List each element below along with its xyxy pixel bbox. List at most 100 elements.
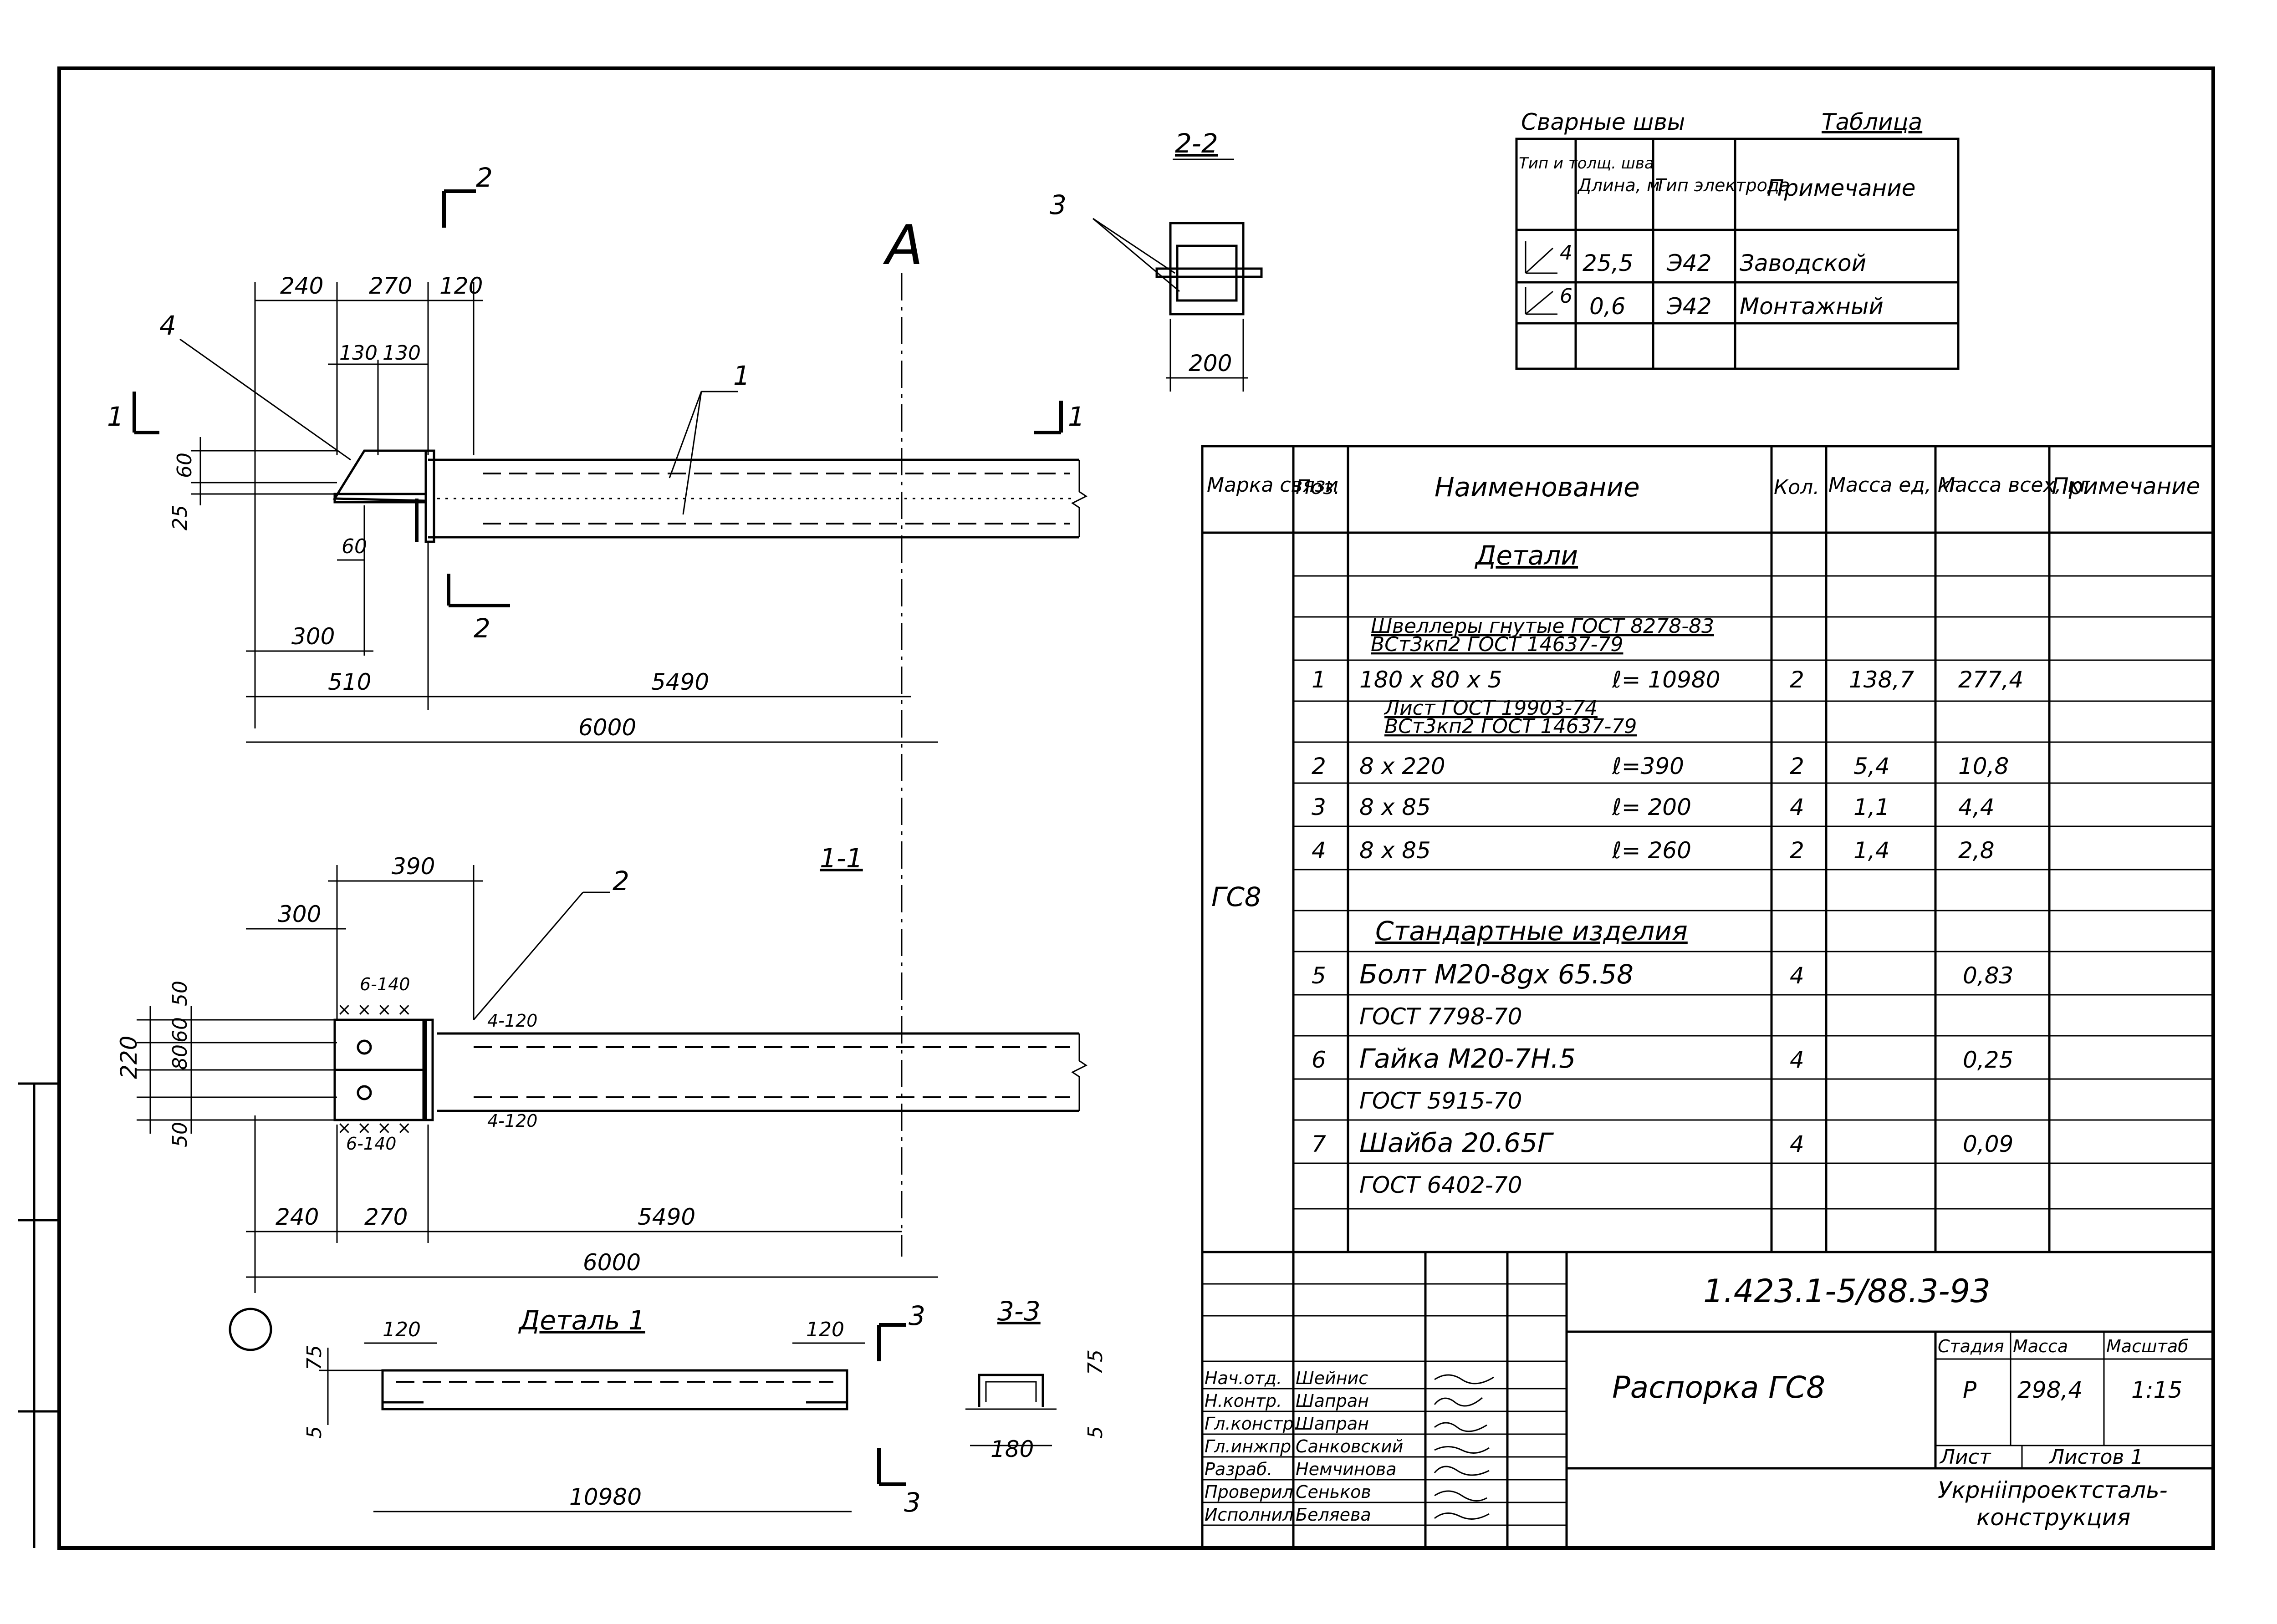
mass-label: Масса [2013, 1336, 2068, 1356]
row-standard: ГОСТ 6402-70 [1359, 1172, 1522, 1198]
row-name: 180 x 80 x 5 [1359, 667, 1502, 693]
sign-name: Санковский [1296, 1436, 1404, 1456]
sign-role: Нач.отд. [1205, 1368, 1282, 1388]
row-mass-unit: 138,7 [1849, 667, 1914, 693]
dimension: 50 [168, 981, 192, 1006]
weld-mark: 4-120 [487, 1011, 537, 1031]
weld-mark: 6-140 [360, 974, 410, 994]
dimension: 270 [369, 273, 412, 299]
signature-scribbles [1434, 1374, 1494, 1520]
section-2-2: 2-2 3 200 [1050, 128, 1263, 392]
section-heading: Детали [1474, 540, 1578, 571]
row-mass-all: 2,8 [1958, 837, 1995, 864]
weld-table: Сварные швы Таблица Тип и толщ. шва Длин… [1515, 109, 1960, 370]
standard: ВСт3кп2 ГОСТ 14637-79 [1371, 633, 1623, 656]
row-name: Гайка М20-7Н.5 [1359, 1043, 1576, 1074]
weld-type: 6 [1560, 285, 1572, 308]
electrode: Э42 [1666, 250, 1712, 276]
svg-text:× × × ×: × × × × [337, 1118, 412, 1138]
dimension: 60 [173, 453, 196, 478]
row-mass-unit: 1,1 [1853, 794, 1890, 820]
row-qty: 2 [1790, 753, 1804, 779]
standard: ВСт3кп2 ГОСТ 14637-79 [1384, 715, 1637, 738]
row-pos: 6 [1312, 1047, 1326, 1073]
detail-title: Деталь 1 [518, 1305, 645, 1336]
dimension: 60 [168, 1017, 192, 1043]
dimension: 130 [383, 341, 421, 365]
organization: Укрнiiпроектсталь- [1938, 1477, 2168, 1503]
table-header: Поз. [1296, 476, 1340, 499]
row-qty: 2 [1790, 837, 1804, 864]
dimension: 120 [383, 1318, 421, 1341]
row-mass-all: 0,25 [1963, 1047, 2013, 1073]
axis-bubble [229, 1308, 272, 1351]
cut-label: 3 [904, 1487, 921, 1518]
dimension: 5490 [638, 1204, 695, 1230]
dimension: 130 [339, 341, 378, 365]
position-label: 4 [159, 310, 176, 341]
dimension: 5 [303, 1426, 326, 1439]
dimension: 60 [342, 535, 367, 558]
top-view: 2 2 1 1 4 1 240 270 120 130 130 60 [107, 162, 1087, 1257]
electrode: Э42 [1666, 293, 1712, 320]
dimension: 220 [116, 1036, 142, 1079]
table-header: Масса всех, кг [1938, 473, 2091, 497]
row-qty: 2 [1790, 667, 1804, 693]
section-title: 3-3 [997, 1296, 1041, 1327]
section-title: 2-2 [1175, 128, 1218, 159]
dimension: 270 [364, 1204, 408, 1230]
table-header: Наименование [1435, 472, 1640, 503]
dimension: 180 [990, 1436, 1034, 1462]
row-length: ℓ= 10980 [1612, 667, 1721, 693]
row-name: Шайба 20.65Г [1359, 1127, 1554, 1158]
spec-table: Марка связи Поз. Наименование Кол. Масса… [1201, 445, 2215, 1253]
row-qty: 4 [1790, 962, 1804, 989]
row-name: 8 x 220 [1359, 753, 1445, 779]
row-standard: ГОСТ 7798-70 [1359, 1003, 1522, 1030]
position-label: 2 [613, 865, 629, 896]
dimension: 5 [1084, 1426, 1107, 1439]
sign-name: Шапран [1296, 1391, 1369, 1411]
sign-role: Исполнил [1205, 1505, 1294, 1525]
weld-note: Заводской [1740, 250, 1866, 276]
cut-label: 3 [909, 1300, 925, 1331]
dimension: 10980 [569, 1484, 642, 1510]
table-header: Примечание [1767, 175, 1915, 201]
sign-name: Шейнис [1296, 1368, 1368, 1388]
cut-label: 2 [476, 162, 493, 193]
row-name: 8 x 85 [1359, 794, 1431, 820]
scale-value: 1:15 [2131, 1377, 2182, 1403]
table-header: Длина, м [1577, 175, 1660, 195]
row-qty: 4 [1790, 1131, 1804, 1157]
row-mass-all: 10,8 [1958, 753, 2009, 779]
drawing-code: 1.423.1-5/88.3-93 [1703, 1273, 1991, 1310]
dimension: 6000 [578, 714, 636, 741]
dimension: 25 [168, 505, 192, 530]
section-3-3: 3-3 180 75 5 [965, 1296, 1107, 1462]
dimension: 50 [168, 1122, 192, 1147]
detail-1: Деталь 1 120 120 75 5 10980 3 3 [303, 1300, 925, 1518]
stage-label: Стадия [1938, 1336, 2004, 1356]
mass-value: 298,4 [2017, 1377, 2083, 1403]
row-mass-all: 4,4 [1958, 794, 1995, 820]
sign-role: Проверил [1205, 1482, 1293, 1502]
row-mass-unit: 5,4 [1853, 753, 1890, 779]
row-pos: 7 [1312, 1131, 1326, 1157]
row-length: ℓ= 200 [1612, 794, 1691, 820]
dimension: 6000 [583, 1249, 641, 1276]
dimension: 5490 [651, 669, 709, 695]
dimension: 200 [1189, 350, 1232, 377]
row-mass-all: 0,83 [1963, 962, 2013, 989]
cut-label: 1 [107, 401, 124, 432]
row-qty: 4 [1790, 1047, 1804, 1073]
position-label: 3 [1050, 189, 1067, 220]
dimension: 80 [168, 1044, 192, 1070]
dimension: 120 [439, 273, 483, 299]
sign-name: Сеньков [1296, 1482, 1371, 1502]
axis-label: А [883, 214, 923, 277]
section-1-1: 1-1 × × × × × × × × 2 390 300 220 50 60 … [116, 843, 1087, 1351]
cut-label: 2 [474, 613, 490, 644]
weld-length: 25,5 [1583, 250, 1633, 276]
row-standard: ГОСТ 5915-70 [1359, 1088, 1522, 1114]
weld-mark: 4-120 [487, 1111, 537, 1131]
